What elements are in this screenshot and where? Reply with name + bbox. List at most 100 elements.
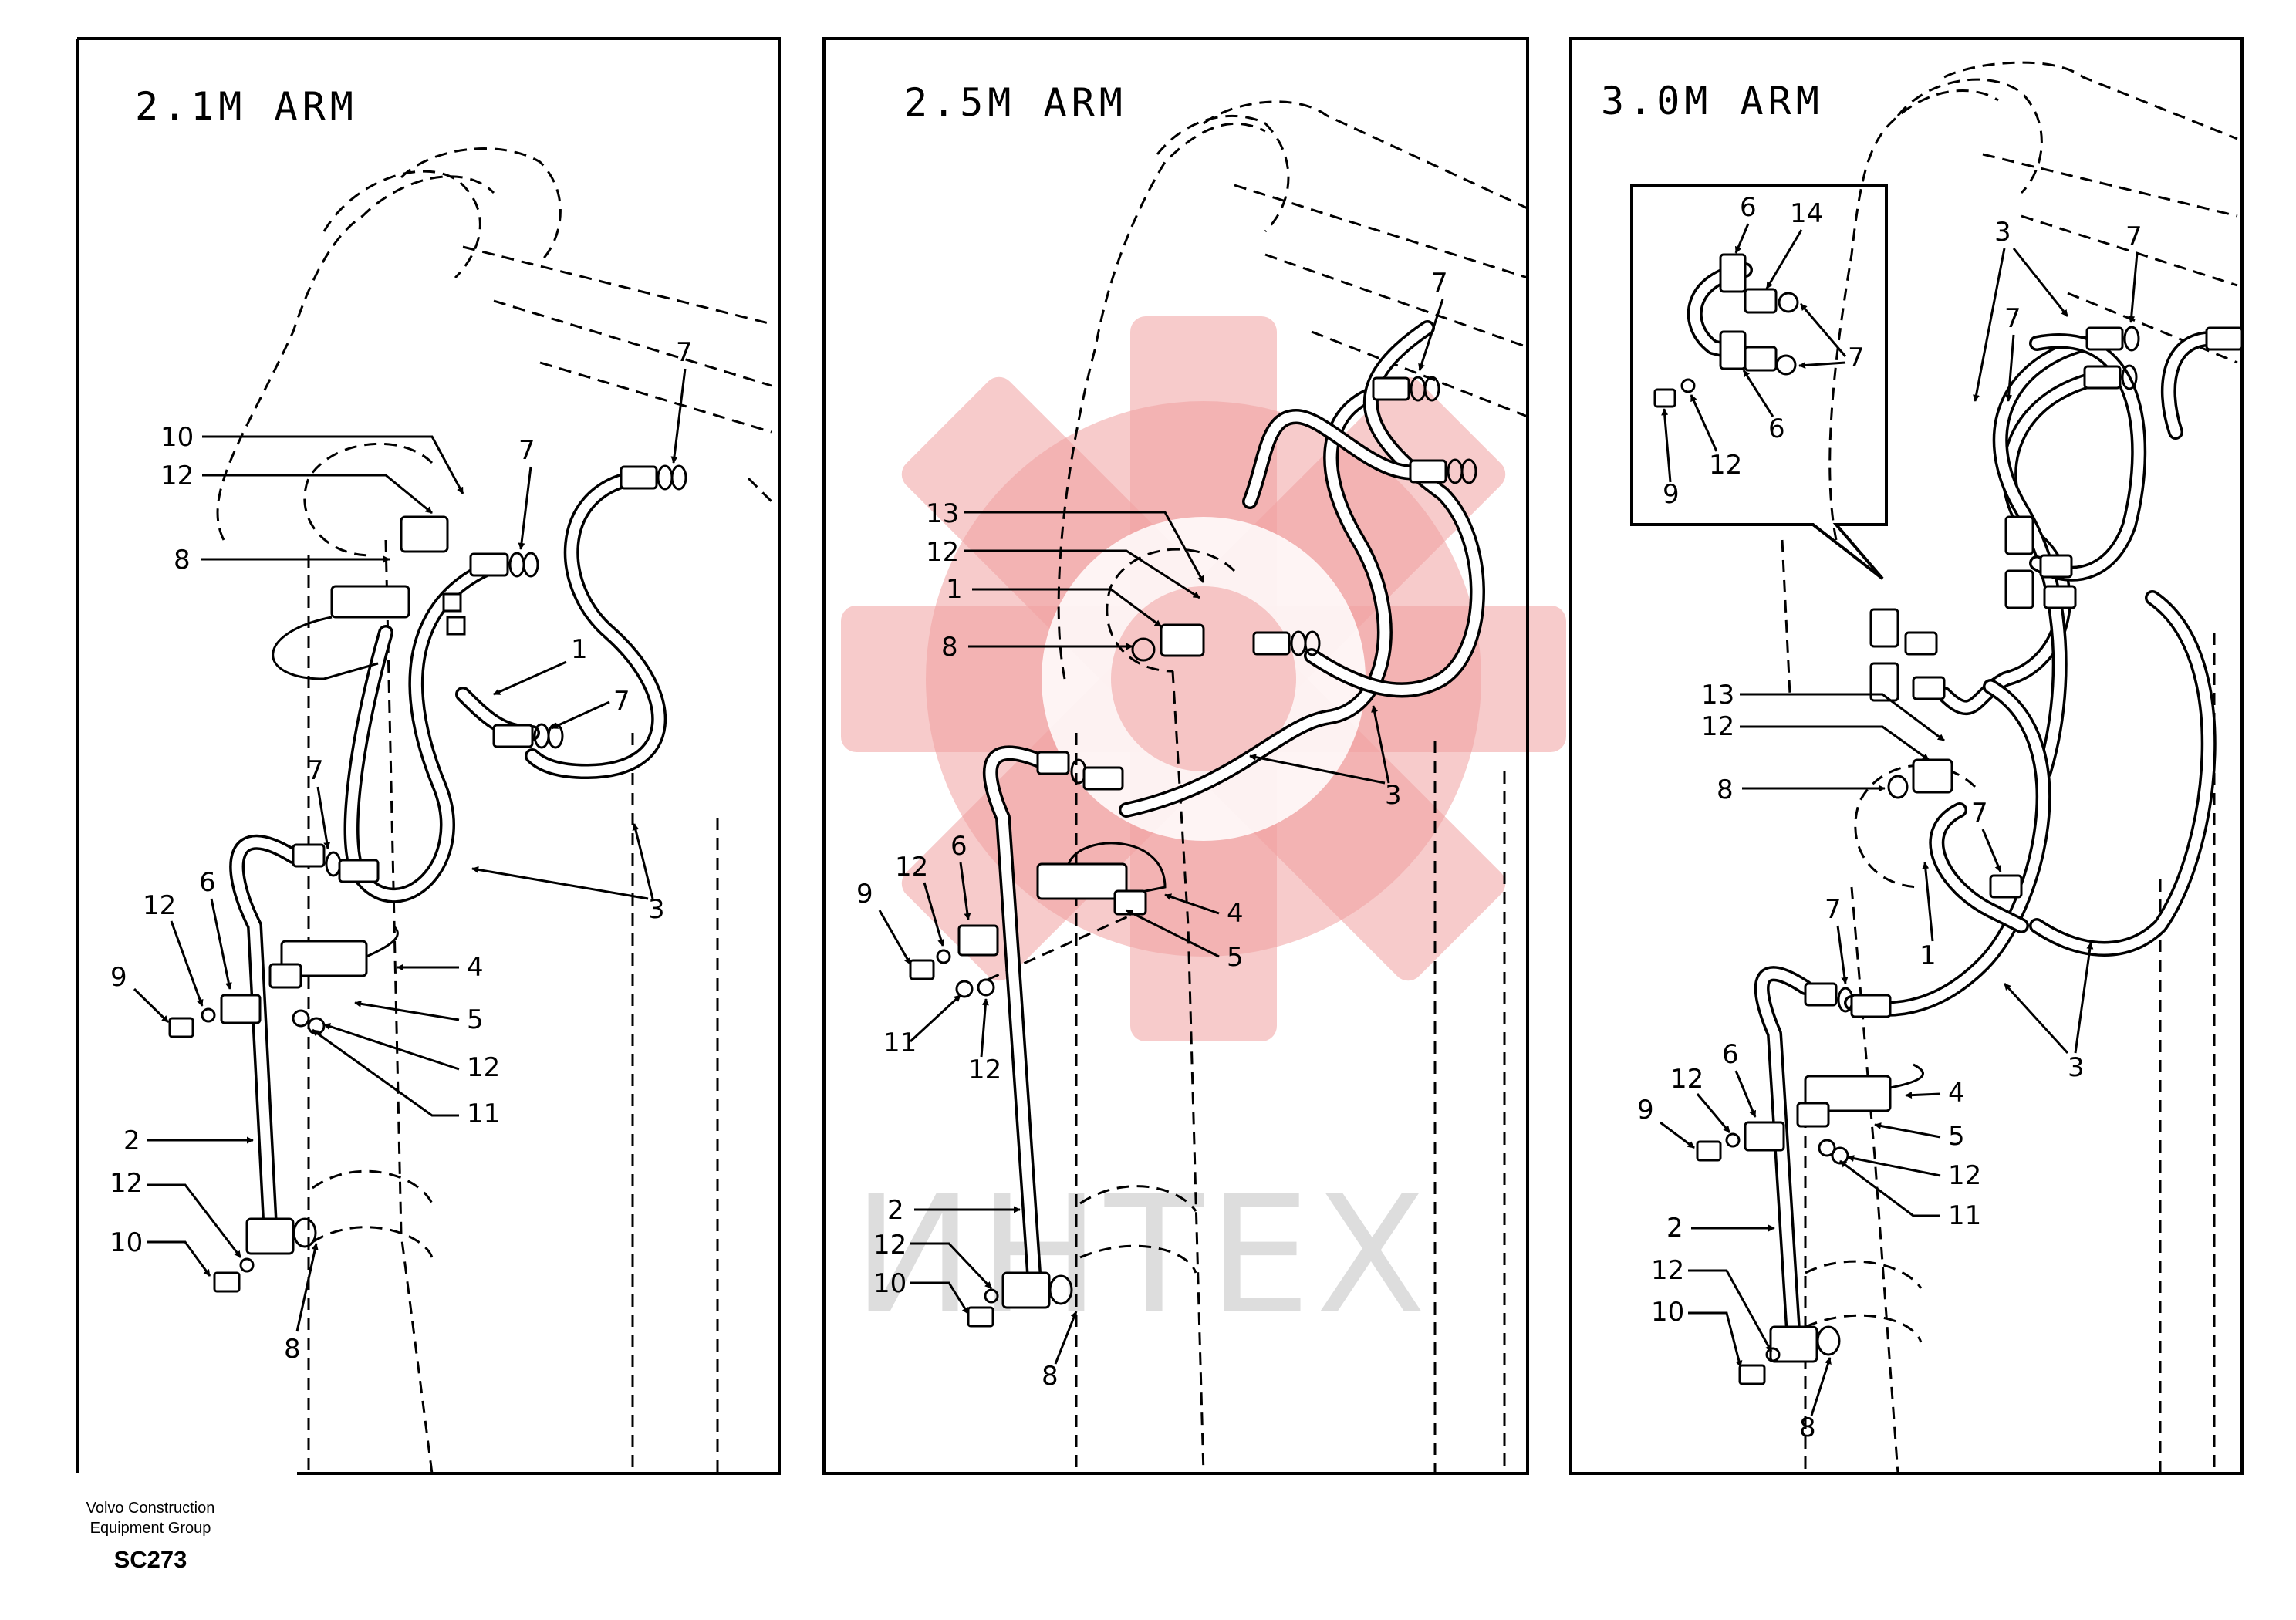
callout: 3 xyxy=(2068,1052,2085,1083)
callout: 12 xyxy=(1651,1255,1684,1286)
callout: 7 xyxy=(1848,343,1865,373)
arm-outline xyxy=(1781,61,2238,1474)
callout: 10 xyxy=(873,1268,907,1299)
callouts: 3 7 7 13 12 8 7 1 3 7 12 6 9 xyxy=(1637,217,2142,1443)
callout: 2 xyxy=(1666,1213,1683,1244)
callout: 12 xyxy=(160,461,194,491)
callout: 12 xyxy=(926,537,959,568)
callout: 4 xyxy=(1948,1078,1965,1109)
callout: 7 xyxy=(676,337,693,368)
arm-outline xyxy=(987,100,1528,1474)
callout: 9 xyxy=(1637,1095,1654,1126)
panel-frame xyxy=(77,37,781,1475)
callout: 3 xyxy=(1385,780,1402,811)
callout: 11 xyxy=(883,1028,917,1058)
callout: 7 xyxy=(613,686,630,717)
detail-inset: 6 14 7 6 9 12 xyxy=(1630,184,1888,580)
callout: 6 xyxy=(1740,192,1757,223)
callout: 12 xyxy=(467,1052,500,1083)
callout: 12 xyxy=(1701,711,1734,742)
clamp-block-bottom xyxy=(213,1217,317,1293)
callout: 9 xyxy=(1663,479,1680,510)
footer-drawing-code: SC273 xyxy=(113,1546,187,1573)
callout: 12 xyxy=(143,890,176,921)
fittings xyxy=(1804,326,2244,1018)
callout: 1 xyxy=(946,574,963,605)
inset-frame xyxy=(1630,184,1888,580)
callout: 7 xyxy=(1431,268,1448,299)
callout: 12 xyxy=(895,852,928,883)
callout: 7 xyxy=(1825,894,1842,925)
callouts: 10 12 8 7 7 1 7 3 7 12 6 9 4 xyxy=(110,337,693,1365)
callout: 8 xyxy=(284,1334,301,1365)
clamp-block-mid xyxy=(168,924,399,1038)
callout: 13 xyxy=(1701,680,1734,710)
callout: 12 xyxy=(1709,450,1742,481)
panel-title: 3.0M ARM xyxy=(1601,79,1824,123)
panel-frame xyxy=(822,37,1529,1475)
clamp-block-mid xyxy=(909,842,1167,998)
callout: 14 xyxy=(1790,198,1823,229)
callout: 7 xyxy=(518,435,535,466)
pipe-2 xyxy=(229,834,301,1234)
callout: 1 xyxy=(1920,940,1936,971)
callout: 4 xyxy=(1227,898,1244,929)
panel-3-0m-arm: 3.0M ARM xyxy=(1569,37,2244,1475)
callout: 6 xyxy=(1722,1039,1739,1070)
callout: 11 xyxy=(467,1099,500,1129)
hose-3 xyxy=(343,471,667,903)
callout: 8 xyxy=(1717,775,1734,805)
callout: 10 xyxy=(110,1227,143,1258)
callout: 7 xyxy=(307,755,324,786)
panel-2-5m-arm: 2.5M ARM xyxy=(822,37,1529,1475)
callout: 11 xyxy=(1948,1200,1981,1231)
callout: 7 xyxy=(2004,303,2021,334)
footer-company-line1: Volvo Construction xyxy=(86,1500,215,1517)
callout: 12 xyxy=(873,1230,907,1261)
panel-title: 2.1M ARM xyxy=(135,84,358,129)
hose-3 xyxy=(1119,320,1485,818)
watermark: ИНТЕХ xyxy=(841,316,1566,1350)
callout: 5 xyxy=(1948,1121,1965,1152)
clamp-block-bottom xyxy=(967,1271,1073,1328)
callout: 10 xyxy=(1651,1297,1684,1328)
pipe-2 xyxy=(1754,966,1813,1350)
callout: 5 xyxy=(467,1004,484,1035)
callouts: 7 13 12 1 8 3 12 6 9 4 5 11 12 xyxy=(856,268,1448,1392)
watermark-text: ИНТЕХ xyxy=(853,1161,1431,1350)
callout: 3 xyxy=(648,894,665,925)
arm-outline xyxy=(216,147,773,1474)
callout: 9 xyxy=(110,962,127,993)
callout: 8 xyxy=(1042,1361,1059,1392)
callout: 7 xyxy=(1971,798,1988,829)
callout: 13 xyxy=(926,498,959,529)
fittings xyxy=(1036,376,1477,791)
footer: Volvo Construction Equipment Group SC273 xyxy=(62,1498,239,1574)
callout: 12 xyxy=(110,1168,143,1199)
clamp-block-top xyxy=(272,515,466,680)
callout: 10 xyxy=(160,422,194,453)
callout: 12 xyxy=(1948,1160,1981,1191)
callout: 3 xyxy=(1994,217,2011,248)
footer-company-line2: Equipment Group xyxy=(89,1520,211,1537)
pipe-2 xyxy=(982,745,1045,1281)
callout: 1 xyxy=(571,634,588,665)
callout: 8 xyxy=(1799,1412,1816,1443)
callout: 7 xyxy=(2125,221,2142,252)
hose-3 xyxy=(1844,331,2230,1017)
callout: 2 xyxy=(887,1195,904,1226)
callout: 6 xyxy=(950,831,967,862)
callout: 6 xyxy=(199,867,216,898)
callout: 5 xyxy=(1227,942,1244,973)
callout: 12 xyxy=(968,1055,1001,1085)
panel-title: 2.5M ARM xyxy=(904,80,1127,125)
callout: 2 xyxy=(123,1126,140,1156)
clamp-block-mid xyxy=(1696,1063,1924,1165)
callout: 8 xyxy=(174,545,191,575)
panel-frame xyxy=(1569,37,2244,1475)
fittings xyxy=(292,464,687,883)
callout: 12 xyxy=(1670,1064,1703,1095)
callout: 9 xyxy=(856,879,873,910)
clamp-block-bottom xyxy=(1738,1325,1841,1385)
